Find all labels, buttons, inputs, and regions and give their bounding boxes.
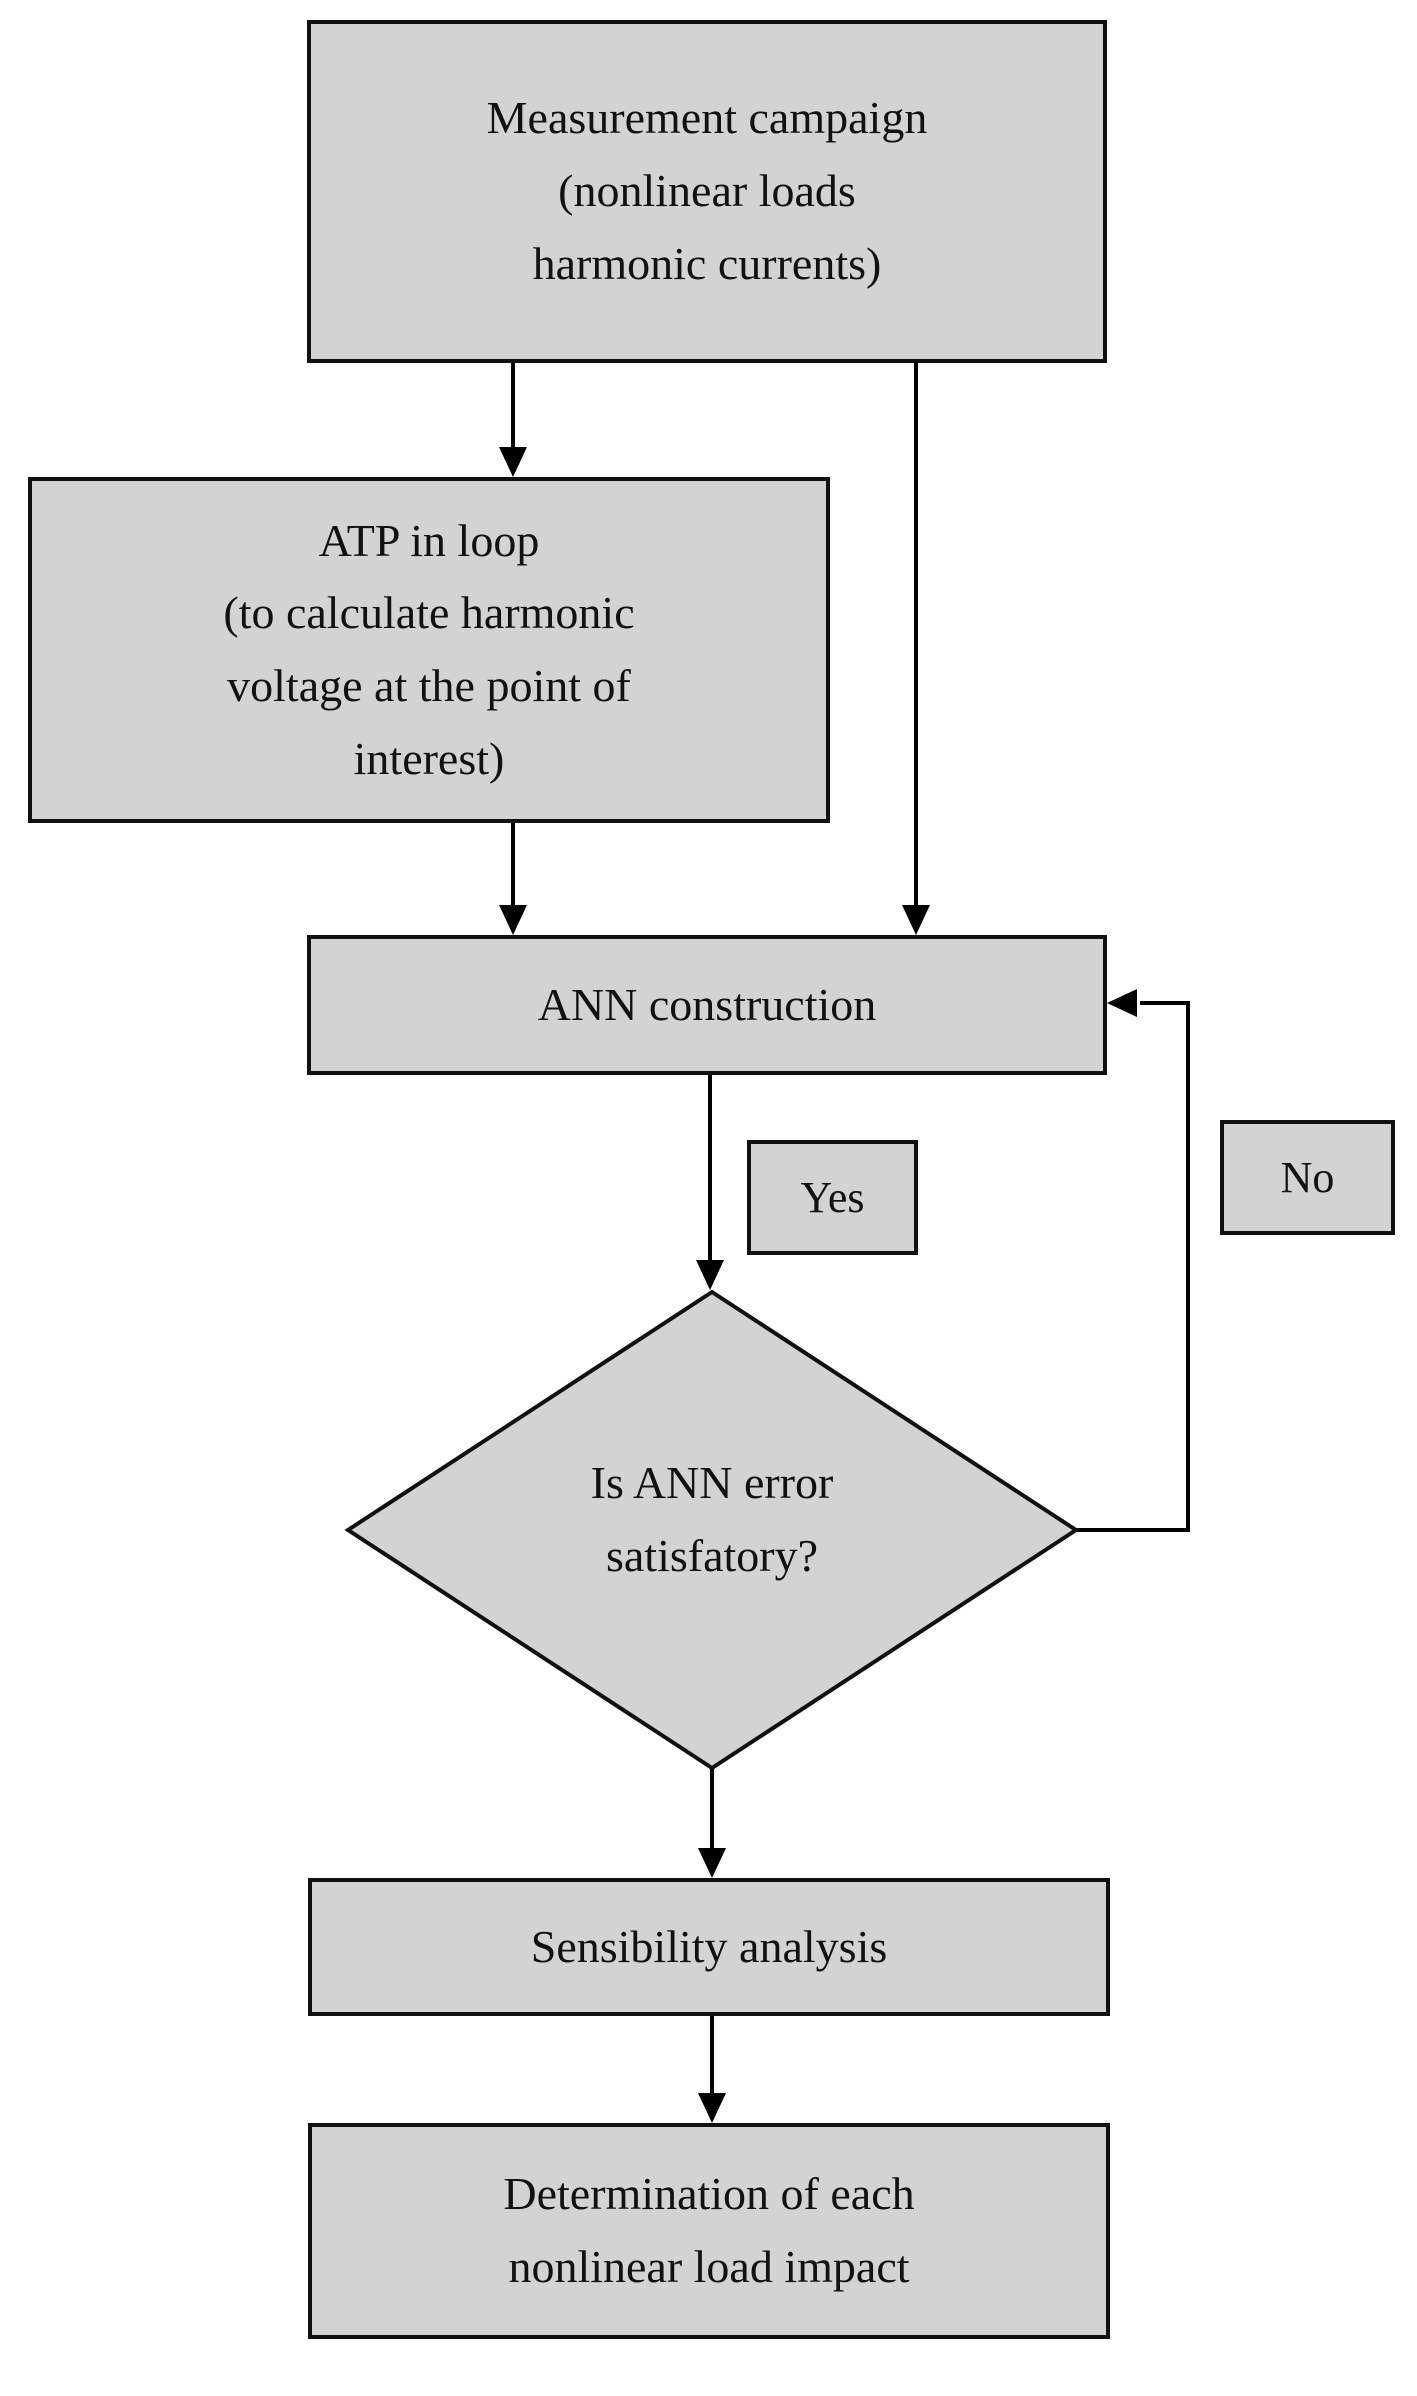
label-no: No (1220, 1120, 1395, 1235)
node-measurement-campaign: Measurement campaign (nonlinear loads ha… (307, 20, 1107, 363)
arrow-decision-to-sensibility (698, 1768, 726, 1878)
arrow-atp-to-ann (499, 823, 527, 935)
node-determination-of-impact: Determination of each nonlinear load imp… (308, 2123, 1110, 2339)
node-ann-construction: ANN construction (307, 935, 1107, 1075)
label-yes: Yes (747, 1140, 918, 1255)
node-sensibility-analysis: Sensibility analysis (308, 1878, 1110, 2016)
arrow-no-loop-decision-to-ann (1076, 989, 1190, 1532)
arrow-sensibility-to-determination (698, 2016, 726, 2123)
decision-diamond-label: Is ANN error satisfatory? (590, 1457, 834, 1581)
node-atp-in-loop: ATP in loop (to calculate harmonic volta… (28, 477, 830, 823)
decision-diamond-shape (344, 1289, 1080, 1771)
arrow-ann-to-decision (696, 1075, 724, 1290)
arrow-measurement-to-atp (499, 363, 527, 477)
arrow-measurement-to-ann (902, 363, 930, 935)
